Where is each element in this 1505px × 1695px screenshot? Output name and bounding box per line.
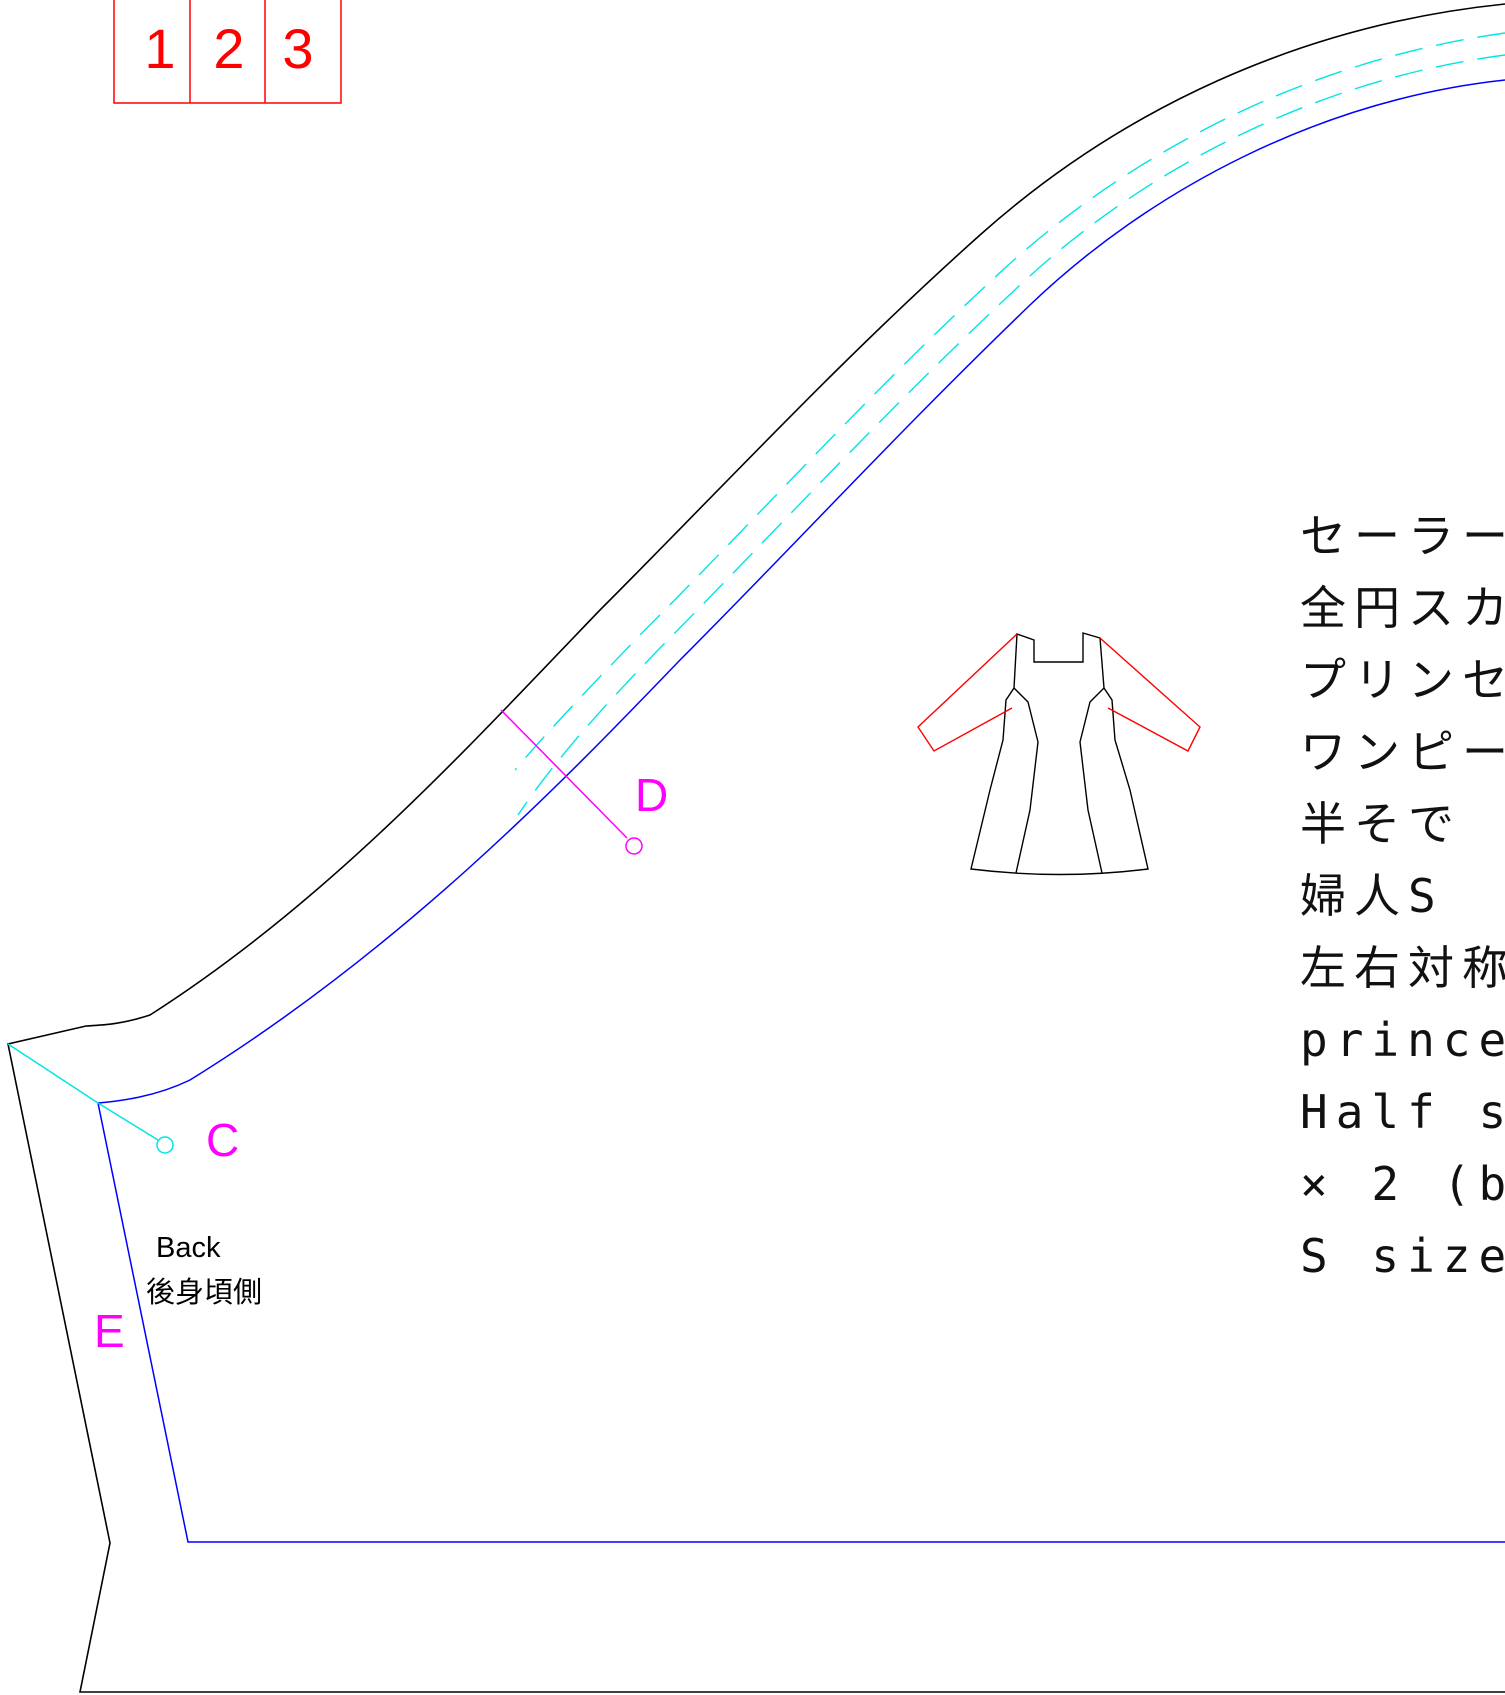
notch-d-line [500, 709, 628, 839]
point-label-e: E [94, 1305, 125, 1357]
side-label-japanese: 後身頃側 [146, 1276, 262, 1309]
dress-sleeve-right [1099, 637, 1201, 752]
dress-seam-left [1013, 687, 1039, 874]
notch-c-line-upper [7, 1043, 99, 1104]
notch-c: C [7, 1043, 239, 1166]
note-line-4: ワンピー [1300, 725, 1505, 779]
page-number-2: 2 [213, 17, 244, 80]
note-line-11: S size [1300, 1229, 1505, 1283]
page-number-1: 1 [144, 17, 175, 80]
note-line-7: 左右対称 [1300, 941, 1505, 995]
page-index-frame [113, 0, 342, 104]
notch-c-line-lower [97, 1102, 159, 1141]
princess-dress-icon [917, 632, 1201, 876]
note-line-10: × 2 (bil [1300, 1157, 1505, 1211]
page-index: 1 2 3 [113, 0, 342, 104]
notch-c-dot [156, 1136, 174, 1154]
cut-line [7, 3, 1505, 1693]
point-label-d: D [635, 769, 668, 821]
note-line-6: 婦人S [1300, 869, 1444, 923]
note-line-3: プリンセ [1300, 653, 1505, 707]
note-line-2: 全円スカ [1300, 581, 1505, 635]
notch-d: D [500, 709, 668, 855]
note-line-8: princess [1300, 1013, 1505, 1067]
note-line-1: セーラー [1300, 509, 1505, 563]
point-label-c: C [206, 1114, 239, 1166]
dress-sleeve-left [917, 633, 1018, 752]
dress-outline [970, 632, 1149, 876]
note-line-9: Half sle [1300, 1085, 1505, 1139]
note-line-5: 半そで [1300, 797, 1462, 851]
side-label-english: Back [156, 1232, 221, 1264]
page-number-3: 3 [282, 17, 313, 80]
notch-d-dot [625, 837, 643, 855]
dress-seam-right [1079, 687, 1105, 874]
stitch-guide-outer [514, 32, 1505, 771]
seam-line [97, 79, 1505, 1543]
pattern-notes: セーラー 全円スカ プリンセ ワンピー 半そで 婦人S 左右対称 princes… [1300, 509, 1505, 1283]
